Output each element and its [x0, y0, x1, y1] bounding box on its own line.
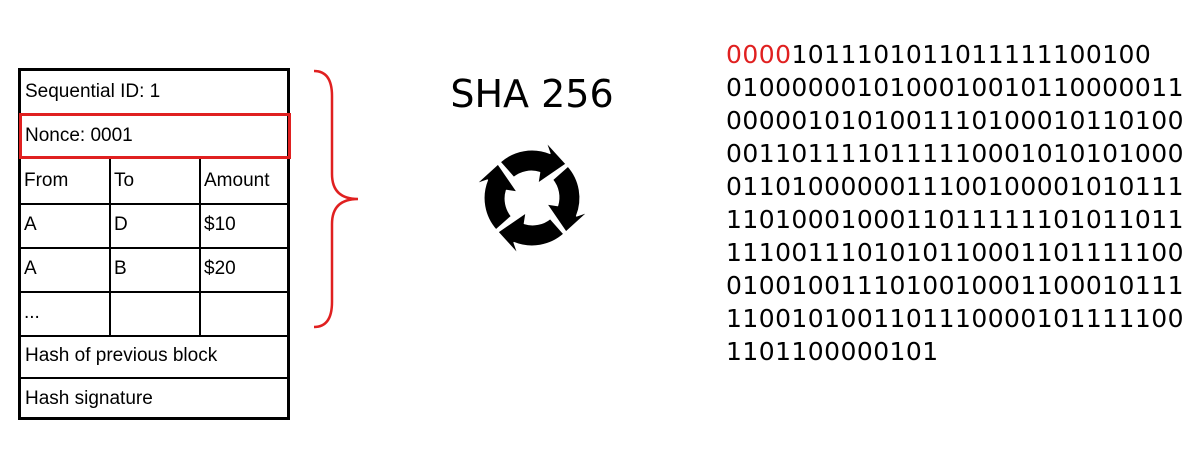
cell-to	[111, 291, 201, 335]
hash-line: 1101100000101	[726, 337, 939, 366]
table-row: ...	[21, 291, 287, 337]
block-structure: Sequential ID: 1 Nonce: 0001 From To Amo…	[18, 68, 291, 420]
hash-line: 00001011101011011111100100	[726, 38, 1182, 71]
hash-line: 1110011101010110001101111100	[726, 238, 1182, 267]
hash-line-rest: 1011101011011111100100	[791, 40, 1152, 69]
hash-line: 1101000100011011111101011011	[726, 205, 1182, 234]
header-to: To	[111, 159, 201, 203]
cell-amount: $20	[204, 258, 236, 279]
transactions-table: From To Amount A D $10 A B $20 ...	[21, 159, 287, 337]
cell-from: A	[21, 247, 111, 291]
nonce-highlight	[19, 113, 291, 159]
sequential-id-label: Sequential ID: 1	[25, 81, 161, 102]
leading-zeros: 0000	[726, 40, 792, 69]
signature-label: Hash signature	[25, 388, 153, 409]
hash-line: 0110100000011100100001010111	[726, 172, 1182, 201]
algorithm-label: SHA 256	[450, 72, 614, 116]
hash-line: 0000010101001110100010110100	[726, 106, 1182, 135]
cycle-arrows-icon	[475, 141, 589, 255]
header-amount: Amount	[204, 170, 270, 191]
table-row: A D $10	[21, 203, 287, 249]
sequential-id-row: Sequential ID: 1	[21, 71, 287, 115]
table-row: A B $20	[21, 247, 287, 293]
hash-line: 0100100111010010001100010111	[726, 271, 1182, 300]
cell-to: B	[111, 247, 201, 291]
prev-hash-label: Hash of previous block	[25, 345, 218, 366]
cell-from: A	[21, 203, 111, 247]
hash-line: 1100101001101110000101111100	[726, 304, 1182, 333]
table-header-row: From To Amount	[21, 159, 287, 205]
cell-amount: $10	[204, 214, 236, 235]
curly-brace-icon	[313, 69, 359, 329]
cell-from: ...	[21, 291, 111, 335]
cell-to: D	[111, 203, 201, 247]
nonce-label: Nonce: 0001	[25, 125, 133, 146]
hash-output: 00001011101011011111100100 0100000010100…	[726, 38, 1182, 368]
signature-row: Hash signature	[21, 379, 287, 419]
hash-line: 0100000010100010010110000011	[726, 73, 1182, 102]
header-from: From	[21, 159, 111, 203]
prev-hash-row: Hash of previous block	[21, 335, 287, 379]
cell-amount	[201, 291, 287, 335]
hash-line: 0011011110111110001010101000	[726, 139, 1182, 168]
